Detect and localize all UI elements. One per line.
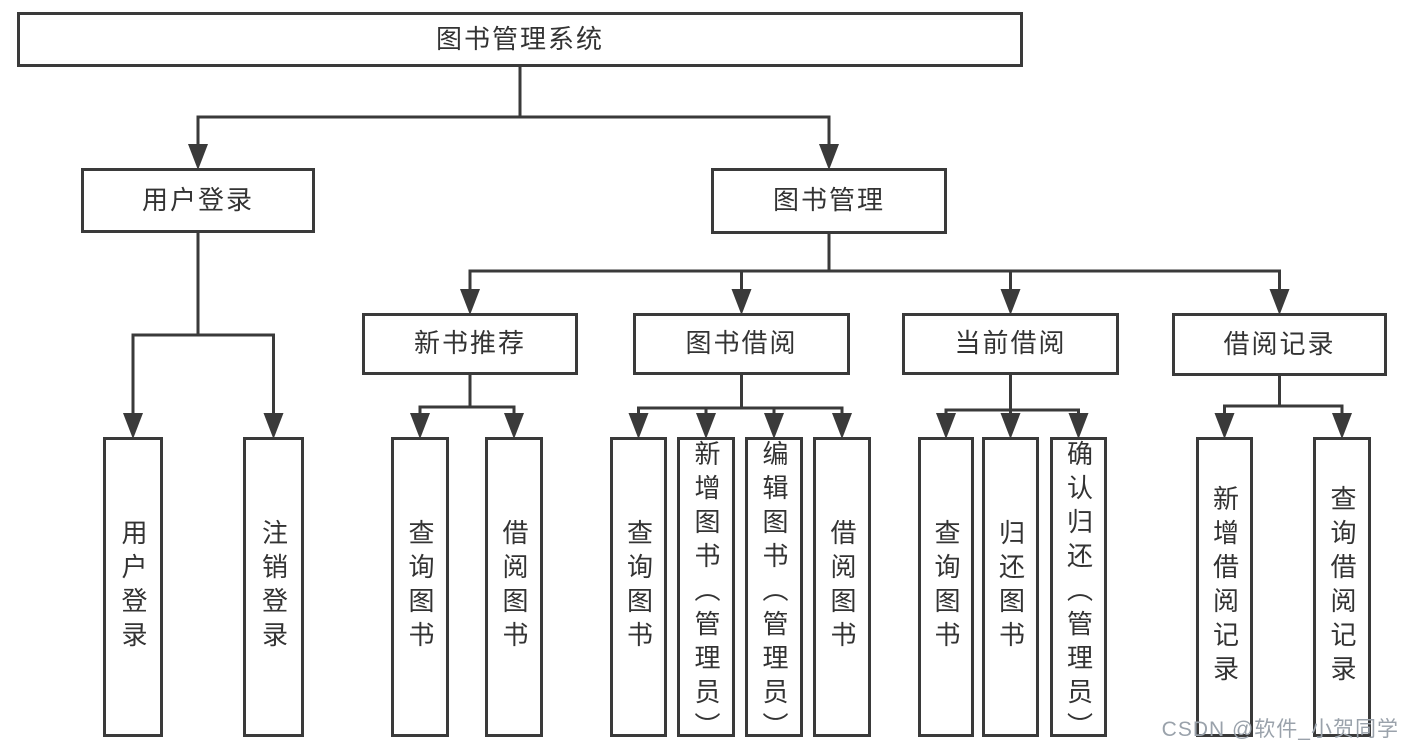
node-bb-query: 查询图书 bbox=[610, 437, 667, 737]
edge-group-book-borrow bbox=[628, 372, 852, 439]
edge-group-current-borrow bbox=[936, 372, 1089, 439]
node-label-bb-add: 新增图书（管理员） bbox=[691, 440, 721, 746]
node-cb-query: 查询图书 bbox=[918, 437, 974, 737]
node-cb-return: 归还图书 bbox=[982, 437, 1039, 737]
arrowhead-icon bbox=[504, 413, 524, 439]
arrowhead-icon bbox=[832, 413, 852, 439]
watermark: CSDN @软件_小贺同学 bbox=[1161, 718, 1399, 741]
node-label-nbr-borrow: 借阅图书 bbox=[499, 519, 529, 655]
node-leaf-user-login: 用户登录 bbox=[103, 437, 163, 737]
arrowhead-icon bbox=[731, 289, 752, 315]
node-root: 图书管理系统 bbox=[17, 12, 1023, 67]
arrowhead-icon bbox=[1269, 289, 1290, 315]
node-label-br-query: 查询借阅记录 bbox=[1327, 485, 1357, 689]
node-label-nbr-query: 查询图书 bbox=[405, 519, 435, 655]
node-bb-add: 新增图书（管理员） bbox=[677, 437, 735, 746]
node-bb-edit: 编辑图书（管理员） bbox=[745, 437, 803, 746]
node-nbr-borrow: 借阅图书 bbox=[485, 437, 543, 737]
arrowhead-icon bbox=[936, 413, 956, 439]
node-label-leaf-user-login: 用户登录 bbox=[118, 519, 148, 655]
edge-group-user-login bbox=[123, 230, 284, 439]
node-current-borrow: 当前借阅 bbox=[902, 313, 1119, 375]
arrowhead-icon bbox=[188, 144, 208, 170]
node-label-cb-return: 归还图书 bbox=[995, 519, 1026, 655]
node-br-add: 新增借阅记录 bbox=[1196, 437, 1253, 737]
node-cb-confirm: 确认归还（管理员） bbox=[1050, 437, 1107, 746]
node-label-current-borrow: 当前借阅 bbox=[954, 328, 1067, 359]
arrowhead-icon bbox=[1000, 413, 1021, 439]
node-leaf-logout: 注销登录 bbox=[243, 437, 304, 737]
arrowhead-icon bbox=[1332, 413, 1352, 439]
arrowhead-icon bbox=[1068, 413, 1089, 439]
node-nbr-query: 查询图书 bbox=[391, 437, 449, 737]
node-label-book-mgmt: 图书管理 bbox=[772, 185, 885, 216]
arrowhead-icon bbox=[696, 413, 716, 439]
node-book-borrow: 图书借阅 bbox=[633, 313, 850, 375]
node-book-mgmt: 图书管理 bbox=[711, 168, 947, 234]
node-label-user-login: 用户登录 bbox=[141, 184, 254, 215]
arrowhead-icon bbox=[123, 413, 143, 439]
edge-group-root bbox=[188, 64, 839, 170]
node-label-bb-borrow: 借阅图书 bbox=[827, 519, 857, 655]
arrowhead-icon bbox=[460, 289, 480, 315]
node-new-book-rec: 新书推荐 bbox=[362, 313, 578, 375]
node-borrow-record: 借阅记录 bbox=[1172, 313, 1387, 376]
node-label-root: 图书管理系统 bbox=[435, 23, 604, 54]
arrowhead-icon bbox=[1000, 289, 1021, 315]
node-label-br-add: 新增借阅记录 bbox=[1209, 485, 1240, 689]
arrowhead-icon bbox=[263, 413, 284, 439]
node-label-leaf-logout: 注销登录 bbox=[258, 519, 289, 655]
node-bb-borrow: 借阅图书 bbox=[813, 437, 871, 737]
node-label-new-book-rec: 新书推荐 bbox=[413, 328, 526, 359]
edge-group-book-mgmt bbox=[460, 231, 1290, 315]
node-label-cb-confirm: 确认归还（管理员） bbox=[1063, 440, 1094, 746]
edge-group-new-book-rec bbox=[410, 372, 524, 439]
node-label-book-borrow: 图书借阅 bbox=[685, 328, 798, 359]
arrowhead-icon bbox=[819, 144, 839, 170]
node-br-query: 查询借阅记录 bbox=[1313, 437, 1371, 737]
node-user-login: 用户登录 bbox=[81, 168, 315, 233]
node-label-bb-query: 查询图书 bbox=[623, 519, 654, 655]
arrowhead-icon bbox=[1214, 413, 1235, 439]
arrowhead-icon bbox=[628, 413, 649, 439]
node-label-borrow-record: 借阅记录 bbox=[1223, 328, 1336, 359]
edge-group-borrow-record bbox=[1214, 373, 1352, 439]
arrowhead-icon bbox=[410, 413, 430, 439]
node-label-bb-edit: 编辑图书（管理员） bbox=[759, 440, 789, 746]
node-label-cb-query: 查询图书 bbox=[931, 519, 961, 655]
arrowhead-icon bbox=[764, 413, 784, 439]
